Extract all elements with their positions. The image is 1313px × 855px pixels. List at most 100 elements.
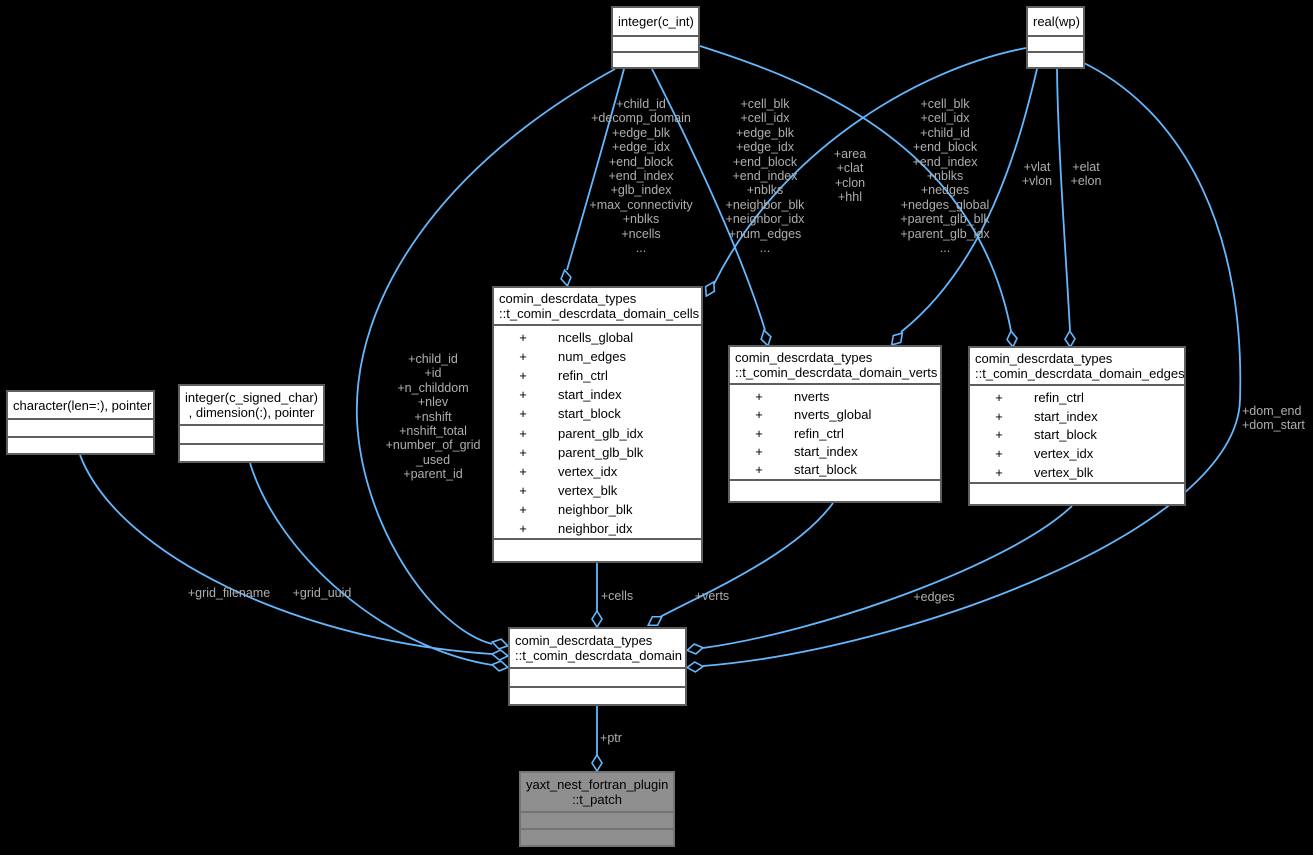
class-title: integer(c_signed_char) , dimension(:), p… — [180, 386, 323, 424]
aggregation-diamond — [685, 661, 705, 673]
class-title: comin_descrdata_types ::t_comin_descrdat… — [494, 288, 701, 324]
visibility-plus: + — [519, 330, 527, 346]
visibility-plus: + — [519, 501, 527, 517]
class-box-integer-signed-char: integer(c_signed_char) , dimension(:), p… — [178, 384, 325, 463]
edge-verts-to-domain — [659, 502, 834, 618]
class-title-line: comin_descrdata_types — [515, 633, 653, 648]
field-row: + nverts_global — [730, 405, 940, 423]
empty-compartment — [521, 828, 673, 845]
visibility-plus: + — [519, 349, 527, 365]
visibility-plus: + — [755, 462, 763, 478]
field-name: start_block — [794, 462, 857, 478]
field-name: ncells_global — [558, 330, 634, 346]
edge-real-to-cells — [713, 47, 1027, 285]
visibility-plus: + — [519, 482, 527, 498]
aggregation-diamond — [490, 638, 510, 650]
empty-compartment — [1028, 51, 1083, 67]
class-title-line: comin_descrdata_types — [735, 350, 873, 365]
visibility-plus: + — [519, 520, 527, 536]
empty-compartment — [613, 51, 698, 67]
visibility-plus: + — [995, 408, 1003, 424]
field-row: +refin_ctrl — [494, 366, 701, 385]
empty-compartment — [8, 435, 153, 454]
edge-real-to-verts — [900, 68, 1038, 333]
class-box-domain-verts[interactable]: comin_descrdata_types ::t_comin_descrdat… — [728, 345, 942, 503]
visibility-plus: + — [995, 446, 1003, 462]
field-row: + neighbor_idx — [494, 519, 701, 538]
class-title: comin_descrdata_types ::t_comin_descrdat… — [510, 629, 685, 667]
field-row: + refin_ctrl — [730, 424, 940, 442]
class-box-domain-cells[interactable]: comin_descrdata_types ::t_comin_descrdat… — [492, 286, 703, 563]
empty-compartment — [521, 811, 673, 828]
field-row: + vertex_blk — [970, 463, 1184, 482]
field-name: nverts — [794, 388, 830, 404]
visibility-plus: + — [519, 463, 527, 479]
edge-label-int-to-domain: +child_id +id +n_childdom +nlev +nshift … — [385, 352, 481, 482]
empty-compartment — [510, 667, 685, 686]
edge-label-verts: +verts — [694, 589, 730, 603]
edge-real-to-domain — [702, 61, 1242, 667]
field-name: refin_ctrl — [794, 425, 844, 441]
field-name: vertex_blk — [558, 482, 618, 498]
visibility-plus: + — [995, 465, 1003, 481]
aggregation-diamond — [1064, 329, 1076, 349]
field-name: start_block — [558, 406, 621, 422]
field-list: +nverts +nverts_global +refin_ctrl +star… — [730, 383, 940, 479]
visibility-plus: + — [755, 407, 763, 423]
field-row: +start_block — [970, 426, 1184, 445]
aggregation-diamond — [490, 649, 510, 661]
visibility-plus: + — [519, 368, 527, 384]
empty-compartment — [510, 685, 685, 705]
field-name: start_index — [558, 387, 622, 403]
field-row: + neighbor_blk — [494, 500, 701, 519]
edge-char-to-domain — [79, 454, 493, 655]
class-title-line: ::t_comin_descrdata_domain_verts — [735, 365, 938, 380]
field-name: num_edges — [558, 349, 626, 365]
class-title: comin_descrdata_types ::t_comin_descrdat… — [970, 348, 1185, 384]
class-title-line: ::t_patch — [572, 792, 622, 807]
field-name: refin_ctrl — [1034, 389, 1084, 405]
visibility-plus: + — [755, 425, 763, 441]
aggregation-diamond — [685, 643, 705, 655]
field-row: +vertex_idx — [970, 444, 1184, 463]
visibility-plus: + — [519, 406, 527, 422]
field-name: nverts_global — [794, 407, 872, 423]
field-row: +start_index — [494, 385, 701, 404]
class-box-t-patch: yaxt_nest_fortran_plugin ::t_patch — [519, 771, 675, 847]
edge-int-to-verts — [651, 68, 766, 331]
field-name: neighbor_blk — [558, 501, 633, 517]
class-box-domain-edges[interactable]: comin_descrdata_types ::t_comin_descrdat… — [968, 346, 1186, 506]
class-title-line: ::t_comin_descrdata_domain — [515, 648, 682, 663]
edge-label-real-to-verts: +vlat +vlon — [1021, 160, 1053, 189]
field-row: +start_index — [970, 407, 1184, 426]
empty-compartment — [494, 538, 701, 561]
edge-schar-to-domain — [249, 462, 493, 666]
visibility-plus: + — [995, 389, 1003, 405]
edge-label-edges: +edges — [913, 590, 955, 604]
class-title-line: , dimension(:), pointer — [188, 405, 315, 420]
edge-label-cells: +cells — [600, 589, 634, 603]
aggregation-diamond — [704, 280, 716, 298]
empty-compartment — [613, 35, 698, 51]
class-title-line: comin_descrdata_types — [975, 351, 1113, 366]
class-box-domain[interactable]: comin_descrdata_types ::t_comin_descrdat… — [508, 627, 687, 706]
aggregation-diamond — [646, 615, 664, 627]
visibility-plus: + — [519, 425, 527, 441]
class-title-line: integer(c_signed_char) — [185, 390, 318, 405]
field-row: +start_index — [730, 442, 940, 460]
class-title: yaxt_nest_fortran_plugin ::t_patch — [521, 773, 673, 811]
class-box-integer-c-int: integer(c_int) — [611, 6, 700, 69]
empty-compartment — [180, 442, 323, 462]
edge-label-real-to-edges: +elat +elon — [1070, 160, 1102, 189]
class-title: real(wp) — [1033, 14, 1080, 29]
field-name: start_block — [1034, 427, 1097, 443]
field-row: +parent_glb_idx — [494, 423, 701, 442]
edge-label-grid-uuid: +grid_uuid — [292, 586, 352, 600]
field-name: vertex_blk — [1034, 465, 1094, 481]
visibility-plus: + — [755, 388, 763, 404]
field-row: + vertex_blk — [494, 481, 701, 500]
edge-edges-to-domain — [702, 505, 1073, 649]
field-name: neighbor_idx — [558, 520, 633, 536]
